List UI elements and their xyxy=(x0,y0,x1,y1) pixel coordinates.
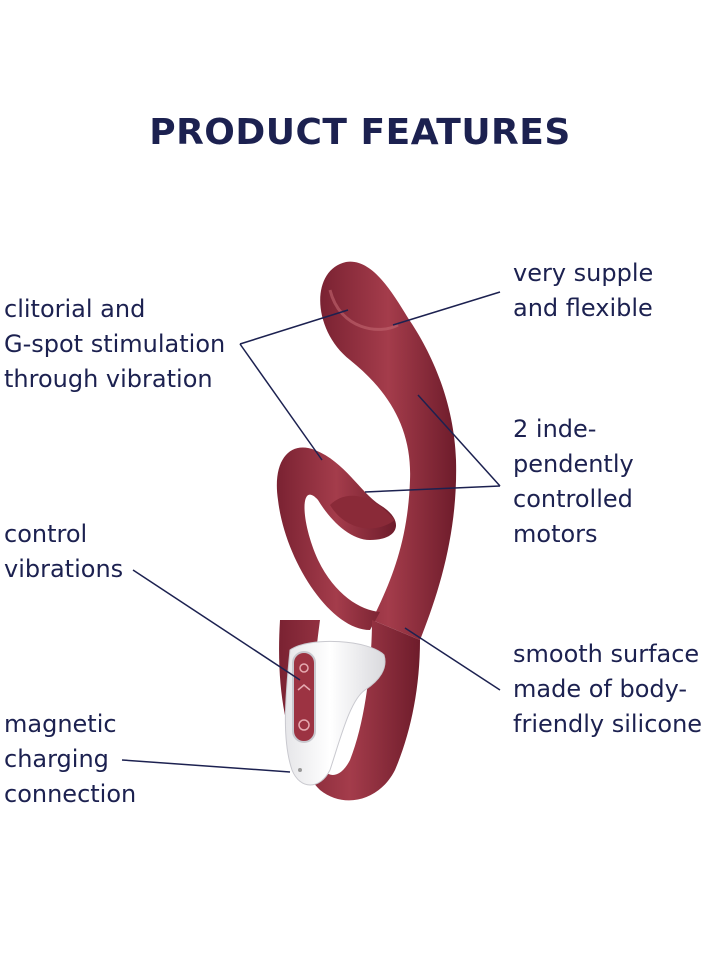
feature-text-line: smooth surface xyxy=(513,640,700,668)
callout-line-stimulation-b xyxy=(239,343,323,461)
feature-text-line: made of body- xyxy=(513,675,688,703)
clitoral-arm xyxy=(276,447,397,630)
feature-text-line: motors xyxy=(513,520,598,548)
feature-control: control vibrations xyxy=(4,517,123,587)
control-button-panel xyxy=(292,651,316,743)
feature-text-line: and flexible xyxy=(513,294,653,322)
plus-button-icon xyxy=(299,663,309,673)
feature-text-line: magnetic xyxy=(4,710,117,738)
wave-button-icon xyxy=(297,684,311,691)
feature-stimulation: clitorial and G-spot stimulation through… xyxy=(4,292,225,397)
page-title: PRODUCT FEATURES xyxy=(149,112,571,153)
feature-surface: smooth surface made of body- friendly si… xyxy=(513,637,702,742)
power-button-icon xyxy=(298,719,310,731)
callout-line-control xyxy=(132,569,301,681)
callout-line-surface xyxy=(404,627,501,691)
charging-contact-icon xyxy=(298,768,302,772)
main-shaft xyxy=(320,261,457,640)
callout-line-motors-b xyxy=(364,485,501,493)
feature-supple: very supple and flexible xyxy=(513,256,653,326)
feature-text-line: 2 inde- xyxy=(513,415,597,443)
feature-text-line: charging xyxy=(4,745,109,773)
feature-text-line: controlled xyxy=(513,485,633,513)
feature-text-line: control xyxy=(4,520,88,548)
feature-text-line: G-spot stimulation xyxy=(4,330,226,358)
feature-text-line: very supple xyxy=(513,259,654,287)
feature-text-line: connection xyxy=(4,780,137,808)
feature-charging: magnetic charging connection xyxy=(4,707,136,812)
callout-line-stimulation-a xyxy=(239,309,349,345)
callout-line-motors-a xyxy=(417,394,501,487)
feature-text-line: through vibration xyxy=(4,365,213,393)
feature-text-line: friendly silicone xyxy=(513,710,703,738)
feature-motors: 2 inde- pendently controlled motors xyxy=(513,412,634,552)
feature-text-line: vibrations xyxy=(4,555,124,583)
feature-text-line: pendently xyxy=(513,450,634,478)
callout-line-charging xyxy=(121,759,291,773)
callout-line-supple xyxy=(392,291,501,326)
feature-text-line: clitorial and xyxy=(4,295,146,323)
